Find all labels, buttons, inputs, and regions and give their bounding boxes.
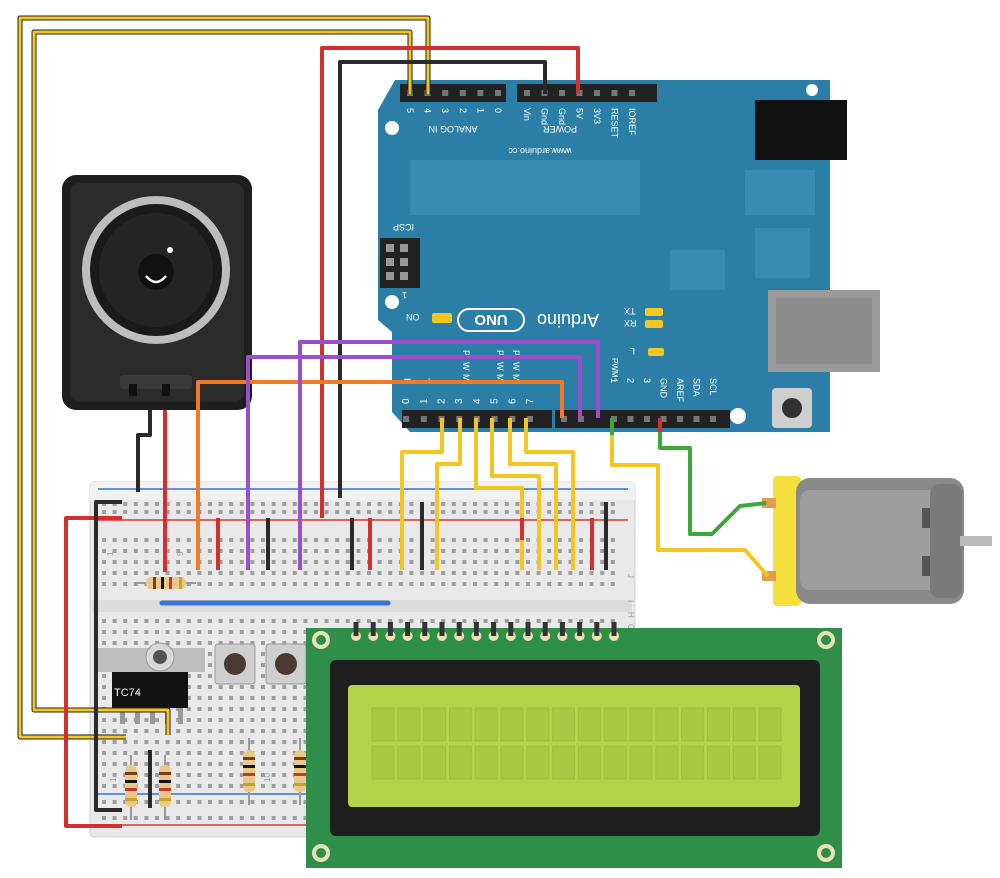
tx-label: TX bbox=[624, 306, 636, 316]
analog-pin-label-1: 1 bbox=[475, 108, 485, 113]
resistor-3 bbox=[243, 738, 255, 805]
lcd-16x2-module bbox=[306, 622, 842, 868]
dc-power-jack bbox=[755, 100, 847, 160]
analog-pin-label-3: 3 bbox=[440, 108, 450, 113]
digital-pin-right-label-1: 2 bbox=[626, 378, 636, 383]
wire-yellow-a5-fill bbox=[18, 16, 430, 739]
wires bbox=[17, 15, 770, 828]
analog-pin-label-2: 2 bbox=[458, 108, 468, 113]
wire-yellow-d6 bbox=[435, 418, 462, 570]
digital-pin-right-label-4: AREF bbox=[675, 378, 685, 403]
rx-label: RX bbox=[624, 318, 637, 328]
uno-logo-text: UNO bbox=[474, 311, 508, 328]
power-pin-label-1: Gnd bbox=[540, 108, 550, 125]
wire-purple-d9 bbox=[246, 355, 582, 570]
resistor-speaker bbox=[135, 577, 196, 589]
tc74-label: TC74 bbox=[114, 687, 141, 699]
digital-pin-right-label-2: 3 bbox=[642, 378, 652, 383]
digital-pin-label-7: 7 bbox=[525, 398, 536, 404]
digital-pin-right-label-3: GND bbox=[659, 378, 669, 399]
digital-pin-label-3: 3 bbox=[454, 398, 465, 404]
wire-red-5v bbox=[320, 46, 580, 518]
pwm-mark-2-0: P bbox=[511, 350, 521, 356]
pwm-label: PWM~ bbox=[610, 358, 619, 383]
tc74-temperature-sensor bbox=[97, 642, 205, 724]
pwm-mark-2-1: W bbox=[511, 362, 521, 371]
pwm-mark-1-0: P bbox=[495, 350, 505, 356]
power-pin-label-6: IOREF bbox=[627, 108, 637, 136]
analog-pin-label-5: 5 bbox=[405, 108, 415, 113]
wire-black-rail-left bbox=[94, 500, 122, 812]
digital-pin-label-6: 6 bbox=[507, 398, 518, 404]
push-button-1[interactable] bbox=[214, 643, 256, 685]
digital-header bbox=[402, 410, 730, 428]
speaker bbox=[62, 175, 252, 410]
row-label-i: I bbox=[626, 600, 635, 602]
column-number-5: 5 bbox=[176, 551, 185, 556]
digital-pin-label-2: 2 bbox=[437, 398, 448, 404]
pwm-mark-2-2: M bbox=[511, 374, 521, 382]
row-label-j: J bbox=[626, 574, 635, 578]
digital-pin-right-label-6: SCL bbox=[708, 378, 718, 396]
wire-black-speaker bbox=[136, 410, 152, 492]
analog-in-title: ANALOG IN bbox=[428, 124, 477, 134]
dc-motor bbox=[762, 476, 992, 606]
power-title: POWER bbox=[543, 124, 578, 134]
power-pin-label-5: RESET bbox=[610, 108, 620, 139]
pwm-mark-1-2: M bbox=[495, 374, 505, 382]
column-number-1: 1 bbox=[106, 551, 115, 556]
push-button-2[interactable] bbox=[265, 643, 307, 685]
pwm-mark-0-2: M bbox=[461, 374, 471, 382]
column-number-10: 10 bbox=[263, 773, 272, 782]
wire-purple-d8 bbox=[298, 340, 600, 570]
wire-yellow-a4-fill bbox=[32, 30, 412, 735]
wire-yellow-d7 bbox=[400, 418, 444, 570]
arduino-website-text: www.arduino.cc bbox=[508, 146, 573, 156]
arduino-uno-board: ICSP 1 ON UNO Arduino www.arduino.cc TX … bbox=[378, 80, 880, 432]
l-led-label: L bbox=[630, 346, 635, 356]
analog-pin-label-4: 4 bbox=[423, 108, 433, 113]
pwm-mark-1-1: W bbox=[495, 362, 505, 371]
digital-pin-right-label-0: 1 bbox=[609, 378, 619, 383]
wire-black-gnd bbox=[338, 60, 547, 498]
wire-yellow-d2 bbox=[524, 418, 575, 570]
wire-yellow-motor bbox=[610, 418, 770, 578]
wire-green-motor-2 bbox=[658, 432, 767, 536]
digital-pin-label-5: 5 bbox=[490, 398, 501, 404]
pwm-mark-0-1: W bbox=[461, 362, 471, 371]
wire-orange-d10 bbox=[196, 380, 564, 570]
icsp-pin1-label: 1 bbox=[402, 290, 407, 300]
digital-pin-right-label-5: SDA bbox=[692, 378, 702, 397]
icsp-label: ICSP bbox=[393, 222, 414, 232]
analog-pin-label-0: 0 bbox=[493, 108, 503, 113]
analog-header bbox=[400, 84, 506, 102]
row-label-h: H bbox=[626, 612, 635, 618]
digital-pin-label-0: 0 bbox=[401, 398, 412, 404]
icsp-header bbox=[380, 238, 420, 288]
resistor-1 bbox=[125, 755, 137, 820]
wire-yellow-d3 bbox=[508, 418, 558, 570]
pwm-mark-0-0: P bbox=[461, 350, 471, 356]
power-pin-label-0: Vin bbox=[522, 108, 532, 121]
row-label-g: G bbox=[626, 624, 635, 630]
resistor-4 bbox=[294, 738, 306, 805]
arduino-brand-text: Arduino bbox=[537, 310, 599, 330]
power-header bbox=[517, 84, 657, 102]
on-label: ON bbox=[406, 312, 420, 322]
power-pin-label-2: Gnd bbox=[557, 108, 567, 125]
power-pin-label-4: 3V3 bbox=[592, 108, 602, 124]
digital-pin-label-1: 1 bbox=[419, 398, 430, 404]
column-number-1-bottom: 1 bbox=[109, 777, 118, 782]
power-pin-label-3: 5V bbox=[575, 108, 585, 119]
wire-yellow-d4 bbox=[490, 418, 541, 570]
tx-rx-leds bbox=[645, 308, 664, 356]
resistor-2 bbox=[159, 755, 171, 820]
digital-pin-label-4: 4 bbox=[472, 398, 483, 404]
on-led bbox=[432, 313, 452, 323]
